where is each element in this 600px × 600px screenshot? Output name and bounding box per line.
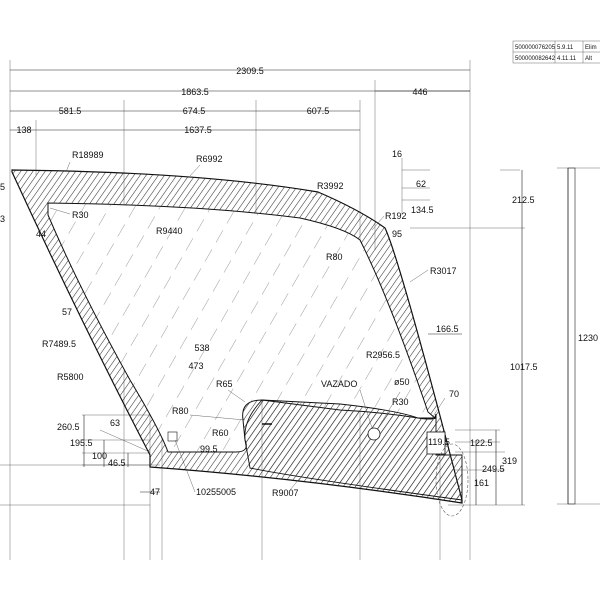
dim-446: 446: [412, 87, 427, 97]
radius-r192: R192: [385, 211, 407, 221]
dim-63: 63: [110, 418, 120, 428]
dim-57: 57: [62, 307, 72, 317]
diameter-50: ø50: [394, 377, 410, 387]
dim-62: 62: [416, 179, 426, 189]
dim-99-5: 99.5: [200, 444, 218, 454]
dim-581-5: 581.5: [59, 106, 82, 116]
dim-122-5: 122.5: [470, 438, 493, 448]
rev-date-2: 4.11.11: [557, 56, 577, 62]
dim-1863-5: 1863.5: [181, 87, 209, 97]
radius-r5800: R5800: [57, 372, 84, 382]
dim-46-5: 46.5: [108, 458, 126, 468]
radius-r3992: R3992: [317, 181, 344, 191]
dim-212-5: 212.5: [512, 195, 535, 205]
radius-labels: R18989 R6992 R3992 R30 R9440 R192 R80 R3…: [42, 150, 457, 498]
radius-r3017: R3017: [430, 266, 457, 276]
dim-134-5: 134.5: [411, 205, 434, 215]
glass-part: [11, 169, 469, 517]
dim-138: 138: [16, 125, 31, 135]
dim-538: 538: [194, 343, 209, 353]
radius-r9007: R9007: [272, 488, 299, 498]
dim-260-5: 260.5: [57, 422, 80, 432]
part-number: 10255005: [196, 487, 236, 497]
dim-47: 47: [150, 487, 160, 497]
radius-r30-bottom: R30: [392, 397, 409, 407]
radius-r80-bottom: R80: [172, 406, 189, 416]
dim-1230: 1230: [578, 333, 598, 343]
dim-16: 16: [392, 149, 402, 159]
hole-circle: [367, 427, 381, 441]
dim-95: 95: [392, 229, 402, 239]
dimension-labels: 2309.5 1863.5 446 581.5 674.5 607.5 138 …: [0, 66, 598, 497]
radius-r9440: R9440: [156, 226, 183, 236]
lower-block: [244, 399, 463, 501]
dim-70: 70: [449, 389, 459, 399]
rev-date-1: 5.9.11: [557, 45, 574, 51]
rev-note-2: Alt: [585, 56, 592, 62]
dim-1017-5: 1017.5: [510, 362, 538, 372]
dim-195-5: 195.5: [70, 438, 93, 448]
dim-166-5: 166.5: [436, 324, 459, 334]
revision-table: 500000076205 5.9.11 Elim 500000082642 4.…: [512, 40, 600, 64]
leader-lines: [49, 161, 446, 493]
radius-r30-top: R30: [72, 210, 89, 220]
radius-r2956-5: R2956.5: [366, 350, 400, 360]
rev-note-1: Elim: [585, 45, 597, 51]
radius-r7489-5: R7489.5: [42, 339, 76, 349]
dim-44: 44: [36, 229, 46, 239]
rev-code-1: 500000076205: [515, 45, 556, 51]
dim-319: 319: [502, 456, 517, 466]
radius-r65: R65: [216, 379, 233, 389]
dim-119-5: 119.5: [428, 437, 450, 447]
dim-161: 161: [474, 478, 489, 488]
radius-r80-top: R80: [326, 252, 343, 262]
dim-1637-5: 1637.5: [184, 125, 212, 135]
radius-r18989: R18989: [72, 150, 104, 160]
radius-r6992: R6992: [196, 154, 223, 164]
dim-overall-width: 2309.5: [236, 66, 264, 76]
dim-674-5: 674.5: [183, 106, 206, 116]
rev-code-2: 500000082642: [515, 56, 556, 62]
dim-5: 5: [0, 182, 5, 192]
vazado-label: VAZADO: [321, 379, 357, 389]
dim-607-5: 607.5: [307, 106, 330, 116]
dim-249-5: 249.5: [482, 464, 505, 474]
dim-100: 100: [92, 451, 107, 461]
radius-r60: R60: [212, 428, 229, 438]
dim-3: 3: [0, 214, 5, 224]
dim-473: 473: [188, 361, 203, 371]
